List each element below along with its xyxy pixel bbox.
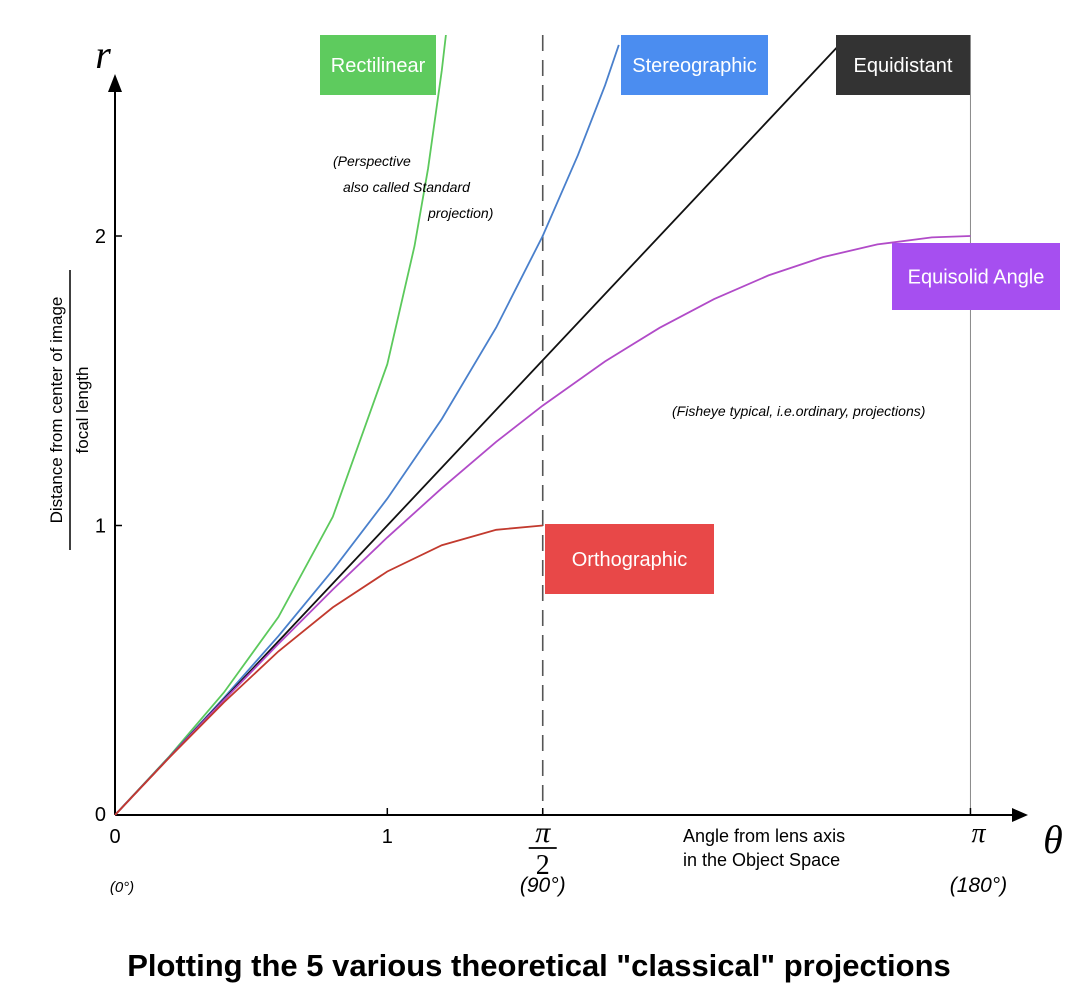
y-tick-label: 0 (95, 804, 106, 826)
series-label-box-rectilinear (320, 35, 436, 95)
x-tick-degrees: (0°) (110, 879, 134, 896)
x-tick-label: 1 (382, 826, 393, 848)
series-note: also called Standard (343, 179, 471, 195)
series-line-rectilinear (114, 35, 447, 816)
series-note: (Perspective (333, 153, 411, 169)
x-axis-label-line1: Angle from lens axis (683, 826, 845, 846)
x-axis-arrow (1012, 808, 1028, 822)
y-axis-label: Distance from center of image focal lengt… (47, 270, 92, 550)
x-axis-label-line2: in the Object Space (683, 850, 840, 870)
series-line-equidistant (114, 47, 838, 816)
series-label-equisolid-angle: Equisolid Angle (908, 267, 1045, 289)
series-note: projection) (427, 205, 493, 221)
chart-title: Plotting the 5 various theoretical "clas… (127, 948, 951, 983)
x-tick-degrees: (180°) (950, 874, 1007, 897)
y-tick-label: 1 (95, 516, 106, 538)
x-tick-degrees: (90°) (520, 874, 566, 897)
series-label-box-orthographic (545, 524, 714, 594)
x-tick-label-numerator: π (535, 816, 551, 849)
y-axis-arrow (108, 74, 122, 92)
y-axis-label-numerator: Distance from center of image (47, 297, 66, 524)
y-tick-label: 2 (95, 226, 106, 248)
series-label-box-equidistant (836, 35, 970, 95)
series-note: (Fisheye typical, i.e.ordinary, projecti… (672, 403, 925, 419)
y-axis-label-denominator: focal length (73, 367, 92, 454)
x-axis-symbol: θ (1043, 817, 1063, 862)
series-label-box-stereographic (621, 35, 768, 95)
series-label-rectilinear: Rectilinear (331, 55, 426, 77)
series-line-equisolid-angle (114, 235, 971, 816)
series-label-stereographic: Stereographic (632, 55, 757, 77)
series-label-orthographic: Orthographic (572, 549, 688, 571)
x-tick-label-denominator: 2 (536, 850, 550, 881)
series-label-equidistant: Equidistant (854, 55, 953, 77)
x-tick-label: 0 (109, 826, 120, 848)
y-axis-symbol: r (95, 32, 111, 77)
x-tick-label: π (971, 818, 986, 849)
series-label-box-equisolid-angle (892, 243, 1060, 310)
series-line-orthographic (114, 524, 543, 816)
